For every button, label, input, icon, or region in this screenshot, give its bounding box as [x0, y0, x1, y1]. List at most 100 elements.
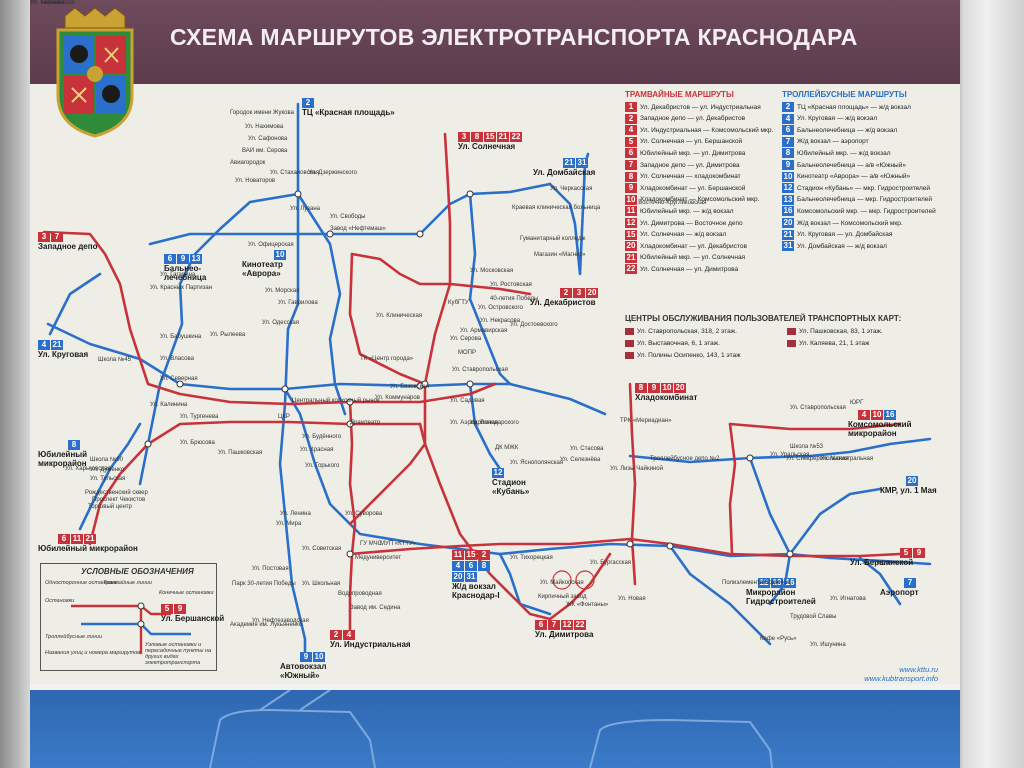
terminal-badges: 3 7	[38, 232, 98, 242]
route-badge: 15	[625, 229, 637, 240]
terminal-stadion: 12 Стадион «Кубань»	[492, 468, 552, 496]
flag-icon	[787, 340, 796, 347]
terminal-badges: 3 8 15 21 22	[458, 132, 522, 142]
terminal-avtovokzal: 9 10 Автовокзал «Южный»	[280, 652, 342, 680]
street-label: Ул. Сафонова	[248, 136, 288, 142]
terminal-name: Ул. Индустриальная	[330, 640, 411, 649]
route-badge: 8	[635, 383, 647, 393]
route-badge: 13	[782, 194, 794, 205]
street-label: Школа №53	[790, 444, 824, 450]
terminal-bershanskoy-right: 5 9 Ул. Бершанской	[850, 548, 925, 567]
route-badge: 3	[573, 288, 585, 298]
terminal-name: Бальнео-лечебница	[164, 264, 207, 282]
service-center-address: Ул. Ставропольская, 318, 2 этаж.	[637, 328, 737, 335]
street-label: Магазин «Магнит»	[534, 252, 586, 258]
route-description: Юбилейный мкр. — ж/д вокзал	[640, 207, 734, 215]
terminal-name: Западное депо	[38, 242, 98, 251]
street-label: Завод им. Седина	[350, 605, 401, 611]
route-description: Бальнеолечебница — а/в «Южный»	[797, 161, 906, 169]
route-badge: 6	[782, 125, 794, 136]
terminal-solnechnaya: 3 8 15 21 22 Ул. Солнечная	[458, 132, 522, 151]
flag-icon	[625, 352, 634, 359]
terminal-dimitrova: 6 7 12 22 Ул. Димитрова	[535, 620, 593, 639]
street-label: МУП «КТТУ»	[380, 541, 416, 547]
route-badge: 31	[465, 572, 477, 582]
route-badge: 6	[465, 561, 477, 571]
terminal-yubileyny-top: 8 Юбилейный микрорайон	[38, 440, 98, 468]
route-description: Ж/д вокзал — Комсомольский мкр.	[797, 219, 903, 227]
route-badge: 12	[782, 183, 794, 194]
route-description: Западное депо — ул. Декабристов	[640, 115, 746, 123]
website-link[interactable]: www.kubtransport.info	[864, 674, 938, 683]
service-center-address: Ул. Выставочная, 6, 1 этаж.	[637, 340, 720, 347]
street-label: Ул. Ставропольская	[790, 405, 846, 411]
route-badge: 22	[574, 620, 586, 630]
route-description: Ул. Димитрова — Восточное депо	[640, 219, 743, 227]
street-label: Ул. Стахановская	[270, 170, 319, 176]
route-badge: 4	[625, 125, 637, 136]
street-label: Школа №90	[90, 457, 124, 463]
street-label: Ул. Лузана	[290, 206, 320, 212]
loop-markers	[552, 570, 595, 590]
terminal-badges: 10	[274, 250, 334, 260]
street-label: Ул. Уральская	[770, 452, 810, 458]
street-label: Ул. Черкасская	[550, 186, 593, 192]
poster-footer	[30, 689, 960, 768]
route-badge: 8	[478, 561, 490, 571]
street-label: ГУ МЧС	[360, 541, 382, 547]
route-badge: 2	[782, 102, 794, 112]
terminal-name: Ул. Бершанской	[850, 558, 914, 567]
street-label: Ул. Тульская	[90, 476, 126, 482]
service-center: Ул. Выставочная, 6, 1 этаж.	[625, 340, 720, 347]
route-badge: 9	[177, 254, 189, 264]
street-label: Ул. Офицерская	[248, 242, 294, 248]
route-badge: 9	[625, 183, 637, 194]
service-center-address: Ул. Каляева, 21, 1 этаж	[799, 340, 870, 347]
terminal-badges: 20 31	[452, 572, 522, 582]
route-badge: 12	[492, 468, 504, 478]
street-label: Торговый центр	[88, 504, 132, 510]
terminal-badges: 5 9	[161, 604, 224, 614]
conventions-label: Конечные остановки	[159, 590, 214, 596]
terminal-gidrostroitelei: 12 13 16 Микрорайон Гидростроителей	[746, 578, 816, 606]
terminal-badges: 7	[904, 578, 942, 588]
route-description: Ул. Солнечная — хладокомбинат	[640, 173, 741, 181]
flag-icon	[625, 340, 634, 347]
street-label: Ул. Восточно-Кругликовская	[628, 200, 707, 206]
terminal-name: Аэропорт	[880, 588, 919, 597]
terminal-badges: 6 9 13	[164, 254, 234, 264]
coat-of-arms-icon	[56, 8, 134, 138]
street-label: Городок имени Жукова	[230, 110, 294, 116]
flag-icon	[787, 328, 796, 335]
street-label: Ул. Власова	[160, 356, 194, 362]
street-label: Центральный колхозный рынок	[292, 398, 380, 404]
street-label: Ул. Майкопская	[540, 580, 584, 586]
street-label: Краевая клиническая больница	[512, 205, 601, 211]
website-link[interactable]: www.kttu.ru	[899, 665, 938, 674]
street-label: Ул. Тюляева	[30, 0, 65, 6]
route-badge: 9	[913, 548, 925, 558]
route-badge: 11	[452, 550, 464, 560]
route-description: Комсомольский мкр. — мкр. Гидростроителе…	[797, 207, 936, 215]
route-badge: 10	[274, 250, 286, 260]
route-badge: 8	[471, 132, 483, 142]
terminal-hladokombinat: 8 9 10 20 Хладокомбинат	[635, 383, 697, 402]
route-description: Хладокомбинат — ул. Бершанской	[640, 184, 746, 192]
terminal-badges: 20	[906, 476, 960, 486]
conventions-label: Остановки	[45, 598, 75, 604]
terminal-name: Микрорайон Гидростроителей	[746, 588, 816, 606]
route-badge: 6	[625, 148, 637, 159]
street-label: Ул. Рылеева	[210, 332, 246, 338]
route-badge: 8	[625, 171, 637, 182]
route-badge: 6	[58, 534, 70, 544]
terminal-aeroport: 7 Аэропорт	[880, 578, 918, 597]
street-label: Ул. Базовская	[390, 384, 429, 390]
route-description: Ул. Индустриальная — Комсомольский мкр.	[640, 126, 774, 134]
